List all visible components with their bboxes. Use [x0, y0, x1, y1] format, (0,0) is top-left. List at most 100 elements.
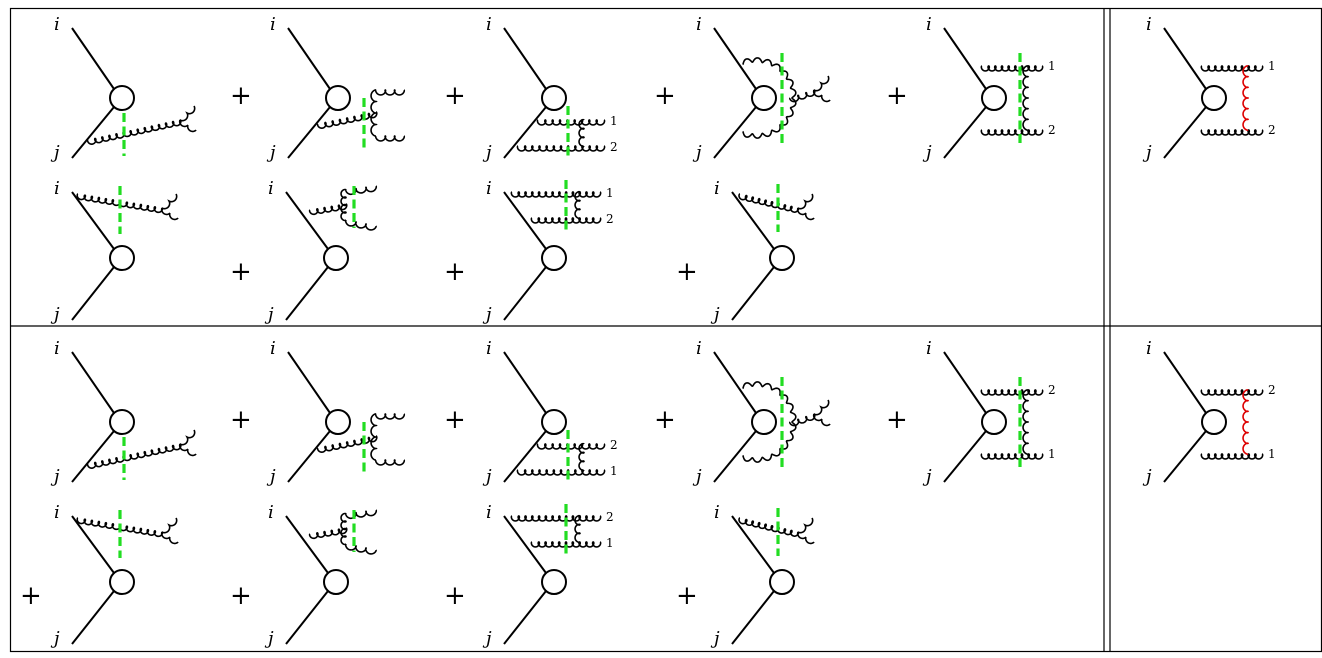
gluon-line: [178, 119, 197, 133]
quark-leg-j: [71, 106, 115, 159]
gluon-line: [1242, 389, 1250, 455]
hard-vertex: [541, 85, 567, 111]
label-i: i: [696, 338, 702, 359]
gluon-line: [574, 190, 581, 220]
quark-leg-i: [713, 27, 757, 90]
label-j: j: [482, 304, 492, 325]
label-i: i: [54, 14, 60, 35]
hard-vertex: [109, 569, 135, 595]
gluon-line: [796, 207, 815, 221]
plus-sign: +: [444, 405, 466, 435]
quark-leg-j: [713, 106, 757, 159]
quark-leg-j: [503, 590, 547, 645]
label-j: j: [482, 628, 492, 649]
feynman-diagram: ij: [710, 502, 815, 649]
label-i: i: [1146, 338, 1152, 359]
label-gluon-1: 1: [1268, 59, 1276, 73]
quark-leg-j: [731, 590, 775, 645]
quark-leg-j: [943, 106, 987, 159]
gluon-arc: [742, 381, 797, 463]
label-j: j: [1142, 466, 1152, 487]
label-gluon-1: 1: [606, 186, 614, 200]
quark-leg-j: [503, 430, 547, 483]
feynman-diagram: ij: [50, 178, 179, 325]
quark-leg-i: [71, 191, 115, 250]
label-j: j: [50, 466, 60, 487]
label-i: i: [926, 338, 932, 359]
gluon-line: [796, 531, 815, 545]
gluon-line: [1022, 389, 1030, 455]
gluon-line: [530, 217, 602, 224]
gluon-line: [516, 469, 606, 476]
label-i: i: [696, 14, 702, 35]
feynman-diagram: ij: [50, 338, 197, 487]
label-i: i: [486, 502, 492, 523]
quark-leg-i: [71, 351, 115, 414]
hard-vertex: [323, 245, 349, 271]
quark-leg-j: [1163, 106, 1207, 159]
gluon-line: [374, 89, 406, 96]
gluon-line: [86, 443, 182, 469]
label-i: i: [54, 178, 60, 199]
feynman-diagram: ij: [50, 14, 197, 163]
label-i: i: [486, 14, 492, 35]
label-j: j: [482, 466, 492, 487]
plus-sign: +: [676, 581, 698, 611]
plus-sign: +: [886, 81, 908, 111]
label-gluon-1: 1: [610, 114, 618, 128]
quark-leg-j: [287, 106, 331, 159]
gluon-line: [980, 65, 1044, 72]
gluon-line: [179, 105, 196, 122]
label-gluon-1: 1: [1268, 447, 1276, 461]
gluon-line: [980, 453, 1044, 460]
hard-vertex: [541, 569, 567, 595]
label-i: i: [270, 338, 276, 359]
gluon-line: [316, 435, 378, 453]
hard-vertex: [541, 245, 567, 271]
label-j: j: [266, 142, 276, 163]
plus-sign: +: [886, 405, 908, 435]
gluon-line: [1242, 65, 1250, 131]
gluon-line: [536, 443, 606, 450]
label-gluon-2: 2: [1268, 383, 1276, 397]
plus-sign: +: [676, 257, 698, 287]
hard-vertex: [109, 85, 135, 111]
label-i: i: [54, 502, 60, 523]
quark-leg-j: [285, 590, 329, 645]
quark-leg-i: [71, 27, 115, 90]
label-gluon-2: 2: [1048, 383, 1056, 397]
plus-sign: +: [230, 81, 252, 111]
gluon-line: [370, 89, 378, 137]
hard-vertex: [769, 245, 795, 271]
quark-leg-i: [285, 191, 329, 250]
label-gluon-1: 1: [606, 536, 614, 550]
quark-leg-j: [713, 430, 757, 483]
label-i: i: [714, 178, 720, 199]
quark-leg-i: [287, 27, 331, 90]
gluon-line: [1022, 65, 1030, 131]
gluon-line: [516, 145, 606, 152]
gluon-line: [788, 413, 816, 427]
gluon-line: [813, 399, 830, 416]
feynman-diagram: ij: [692, 338, 831, 487]
gluon-line: [179, 429, 196, 446]
gluon-line: [178, 443, 197, 457]
feynman-diagram: i j 2 1: [482, 502, 614, 649]
label-i: i: [270, 14, 276, 35]
quark-leg-j: [71, 430, 115, 483]
gluon-line: [510, 515, 602, 522]
gluon-line: [370, 413, 378, 461]
gluon-line: [160, 207, 179, 221]
quark-leg-i: [1163, 351, 1207, 414]
label-gluon-2: 2: [1268, 123, 1276, 137]
plus-sign: +: [444, 81, 466, 111]
quark-leg-i: [71, 515, 115, 574]
label-gluon-2: 2: [606, 510, 614, 524]
quark-leg-i: [731, 191, 775, 250]
label-j: j: [50, 142, 60, 163]
hard-vertex: [109, 245, 135, 271]
